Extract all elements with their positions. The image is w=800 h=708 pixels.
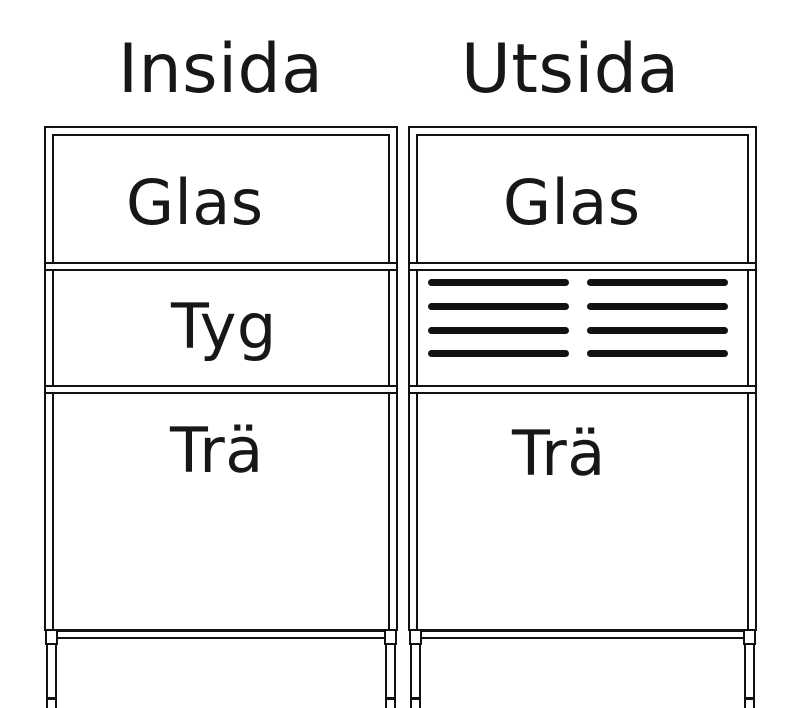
section-label-glas-utsida: Glas — [503, 166, 641, 239]
leg-step-left — [46, 697, 57, 700]
leg-step-right — [744, 697, 755, 700]
cabinet-foot-left — [45, 629, 58, 645]
cabinet-insida: Glas Tyg Trä — [44, 126, 398, 708]
cabinet-leg-left — [410, 631, 421, 708]
cabinet-bottom-rail-right — [410, 630, 755, 639]
section-label-tra-utsida: Trä — [512, 417, 606, 490]
section-label-tra-insida: Trä — [170, 414, 264, 487]
louvre-slat — [587, 303, 728, 310]
section-label-glas-insida: Glas — [126, 166, 264, 239]
cabinet-foot-left — [409, 629, 422, 645]
cabinet-foot-right — [743, 629, 756, 645]
divider-rail-glas-tyg — [46, 262, 396, 271]
leg-step-right — [385, 697, 396, 700]
divider-rail-tyg-tra — [46, 385, 396, 394]
louvre-slat — [428, 303, 569, 310]
cabinet-utsida: Glas Trä — [408, 126, 757, 708]
cabinet-leg-right — [744, 631, 755, 708]
leg-step-left — [410, 697, 421, 700]
louvre-slat — [428, 327, 569, 334]
cabinet-foot-right — [384, 629, 397, 645]
panel-title-utsida: Utsida — [461, 30, 680, 109]
louvre-slat — [587, 350, 728, 357]
louvre-slat — [587, 279, 728, 286]
divider-rail-glas-slats — [410, 262, 755, 271]
cabinet-leg-left — [46, 631, 57, 708]
divider-rail-slats-tra — [410, 385, 755, 394]
cabinet-leg-right — [385, 631, 396, 708]
louvre-slat — [587, 327, 728, 334]
louvre-slat — [428, 279, 569, 286]
louvre-slat — [428, 350, 569, 357]
panel-title-insida: Insida — [118, 30, 324, 109]
section-label-tyg-insida: Tyg — [171, 290, 277, 363]
cabinet-bottom-rail-left — [46, 630, 396, 639]
